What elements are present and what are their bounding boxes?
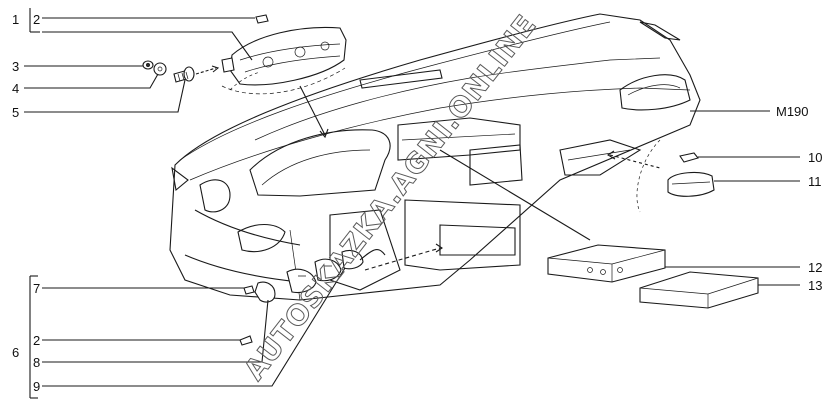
label-8: 8 bbox=[33, 355, 40, 370]
pointer-arrows bbox=[229, 71, 329, 139]
label-11: 11 bbox=[808, 174, 822, 189]
instrument-cluster-part bbox=[221, 26, 347, 95]
label-3: 3 bbox=[12, 59, 19, 74]
label-9: 9 bbox=[33, 379, 40, 394]
control-modules bbox=[439, 149, 759, 309]
label-2-bottom: 2 bbox=[33, 333, 40, 348]
label-13: 13 bbox=[808, 278, 822, 293]
label-12: 12 bbox=[808, 260, 822, 275]
label-1: 1 bbox=[12, 12, 19, 27]
fastener-parts bbox=[142, 60, 220, 83]
label-5: 5 bbox=[12, 105, 19, 120]
bulb-part-top bbox=[255, 14, 269, 24]
label-2-top: 2 bbox=[33, 12, 40, 27]
lamp-parts-right bbox=[606, 139, 715, 213]
leader-lines bbox=[24, 8, 800, 399]
model-code-label: M190 bbox=[776, 104, 809, 119]
label-4: 4 bbox=[12, 81, 19, 96]
label-7: 7 bbox=[33, 281, 40, 296]
label-6: 6 bbox=[12, 345, 19, 360]
switch-parts bbox=[239, 243, 443, 346]
label-10: 10 bbox=[808, 150, 822, 165]
